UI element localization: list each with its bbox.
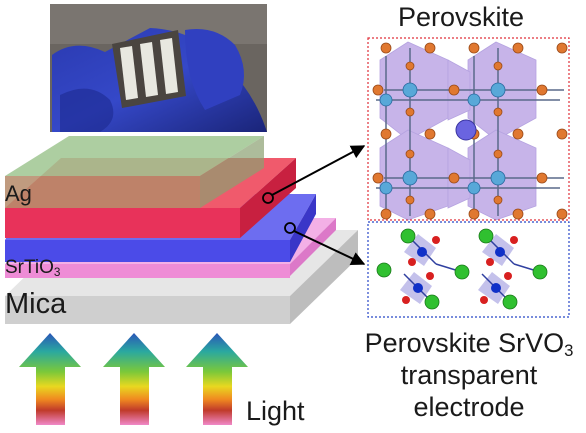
light-arrow-icon	[103, 333, 165, 425]
ag-label: Ag	[5, 181, 32, 206]
caption-line-3: electrode	[413, 392, 525, 422]
connector-arrow	[262, 145, 366, 265]
light-arrow-icon	[186, 333, 248, 425]
device-photo	[50, 4, 267, 132]
light-arrow-icon	[19, 333, 81, 425]
srvo3-structure	[367, 221, 570, 318]
electrode-caption: Perovskite SrVO3 transparent electrode	[352, 327, 586, 423]
ag-layer	[5, 136, 264, 208]
caption-line-2: transparent	[400, 360, 538, 390]
light-arrows	[19, 333, 248, 425]
perovskite-title: Perovskite	[398, 2, 525, 32]
mica-label: Mica	[5, 288, 67, 320]
srtio3-label: SrTiO3	[5, 257, 61, 279]
light-label: Light	[246, 396, 305, 426]
caption-line-1: Perovskite SrVO3	[364, 328, 574, 361]
layer-stack	[5, 136, 358, 324]
perovskite-structure	[367, 37, 570, 221]
